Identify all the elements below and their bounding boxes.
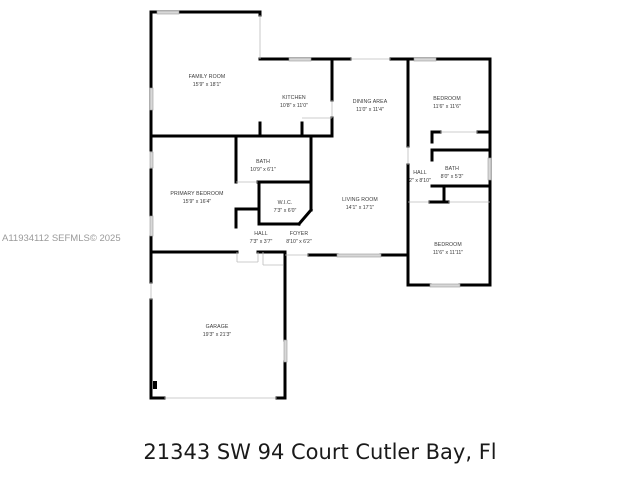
- room-name: BATH: [256, 159, 270, 165]
- room-dimensions: 11'6" x 11'11": [432, 250, 464, 256]
- room-name: HALL: [254, 231, 268, 237]
- room-bath-2: BATH 8'0" x 5'3": [441, 166, 464, 181]
- room-name: HALL: [413, 170, 427, 176]
- room-bedroom-2: BEDROOM 11'6" x 11'11": [433, 242, 463, 257]
- room-bedroom-1: BEDROOM 11'6" x 11'6": [433, 96, 461, 111]
- room-name: BEDROOM: [433, 96, 461, 102]
- room-dimensions: 10'8" x 11'0": [279, 103, 309, 109]
- thin-lines: [150, 15, 490, 399]
- room-hall-1: HALL 2" x 8'10": [409, 170, 431, 185]
- room-name: DINING AREA: [352, 99, 388, 105]
- room-hall-2: HALL 7'3" x 3'7": [250, 231, 273, 246]
- room-primary-bedroom: PRIMARY BEDROOM 15'9" x 16'4": [170, 191, 223, 206]
- room-dimensions: 2" x 8'10": [409, 178, 431, 184]
- room-dimensions: 11'6" x 11'6": [433, 104, 461, 110]
- room-name: GARAGE: [205, 324, 229, 330]
- room-dimensions: 7'3" x 6'0": [273, 208, 297, 214]
- room-name: KITCHEN: [282, 95, 306, 101]
- room-foyer: FOYER 8'10" x 6'2": [286, 231, 312, 246]
- room-name: PRIMARY BEDROOM: [170, 191, 224, 197]
- room-name: BATH: [445, 166, 459, 172]
- room-wic: W.I.C. 7'3" x 6'0": [274, 200, 297, 215]
- room-kitchen: KITCHEN 10'8" x 11'0": [280, 95, 308, 110]
- room-family-room: FAMILY ROOM 15'9" x 18'1": [189, 74, 226, 89]
- room-name: LIVING ROOM: [342, 197, 378, 203]
- room-garage: GARAGE 19'3" x 21'3": [203, 324, 231, 339]
- room-dimensions: 15'9" x 16'4": [182, 199, 212, 205]
- room-living-room: LIVING ROOM 14'1" x 17'1": [342, 197, 378, 212]
- room-dimensions: 8'10" x 6'2": [286, 239, 312, 245]
- room-dimensions: 14'1" x 17'1": [345, 205, 375, 211]
- room-name: BEDROOM: [434, 242, 462, 248]
- room-dimensions: 15'9" x 18'1": [192, 82, 222, 88]
- property-address: 21343 SW 94 Court Cutler Bay, Fl: [143, 440, 497, 464]
- windows: [149, 10, 492, 363]
- room-dimensions: 19'3" x 21'3": [202, 332, 232, 338]
- room-dimensions: 11'0" x 11'4": [356, 107, 384, 113]
- room-dimensions: 8'0" x 5'3": [440, 174, 464, 180]
- room-name: W.I.C.: [277, 200, 293, 206]
- room-dimensions: 7'3" x 3'7": [249, 239, 273, 245]
- room-name: FAMILY ROOM: [188, 74, 226, 80]
- room-dimensions: 10'9" x 6'1": [250, 167, 276, 173]
- room-dining-area: DINING AREA 11'0" x 11'4": [353, 99, 388, 114]
- room-name: FOYER: [289, 231, 309, 237]
- room-bath-1: BATH 10'9" x 6'1": [250, 159, 276, 174]
- mls-watermark: A11934112 SEFMLS© 2025: [2, 233, 121, 244]
